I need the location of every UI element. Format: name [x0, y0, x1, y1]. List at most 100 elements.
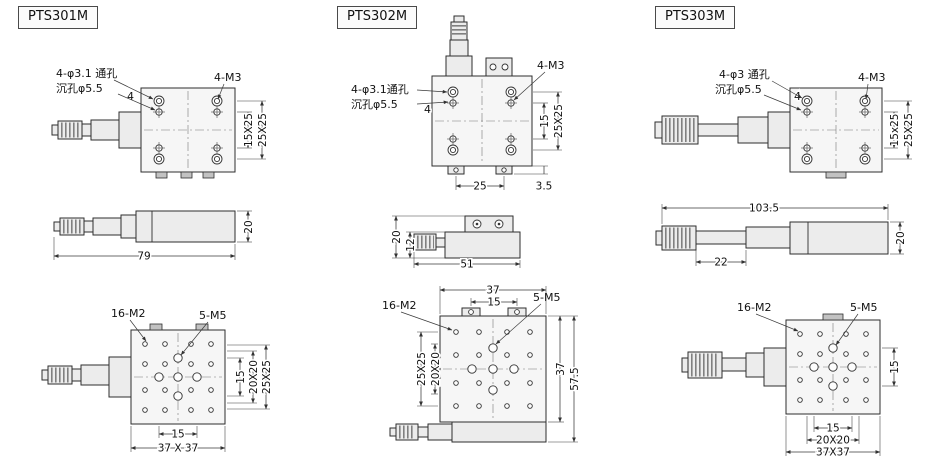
mounting-block: [108, 356, 132, 398]
pts303m-bottom-view: 16-M2 5-M5 15 15 20X20 37X37: [681, 300, 903, 460]
clamp-block: [485, 57, 513, 77]
micrometer-barrel: [449, 39, 469, 57]
micrometer-barrel: [90, 119, 120, 141]
pts302m-side-view: 20 12 51: [390, 215, 521, 272]
dim-hole-spacing-outer: 25X25: [553, 104, 565, 138]
dim-shaft-length: 22: [714, 257, 727, 269]
pts303m-side-view: 103.5 22 20: [655, 201, 909, 270]
micrometer: [41, 356, 132, 398]
micrometer: [445, 15, 473, 77]
center-lines: [144, 91, 232, 169]
labels: 4-φ3.1 通孔 沉孔φ5.5 4 4-M3: [55, 66, 243, 111]
m5-holes: [467, 343, 519, 395]
micrometer-barrel: [745, 226, 791, 249]
micrometer-shaft: [81, 123, 92, 137]
dim-hole-spacing-inner: 15: [539, 114, 551, 127]
m5-holes: [809, 343, 857, 391]
dim-hole-spacing-inner: 15X25: [243, 113, 255, 147]
pts303m-top-view: 4-φ3 通孔 沉孔φ5.5 4 4-M3 15x25 25X25: [654, 67, 917, 179]
label-thread-spec: 4-M3: [214, 71, 241, 84]
label-counterbore-note: 沉孔φ5.5: [351, 98, 398, 111]
screws: [472, 219, 504, 229]
micrometer-knob: [661, 225, 697, 251]
model-tag-pts302m: PTS302M: [337, 6, 418, 30]
micrometer-knob: [687, 351, 723, 379]
label-edge-offset: 4: [424, 103, 431, 116]
micrometer-tip: [654, 121, 663, 139]
dim-m2-grid: 20X20: [816, 435, 850, 447]
stage-body: [444, 231, 521, 259]
label-thread-spec: 4-M3: [537, 59, 564, 72]
dim-m5-spacing: 15: [889, 360, 901, 373]
m3-holes: [447, 97, 517, 145]
micrometer-shaft: [435, 237, 446, 248]
label-m2-thread-spec: 16-M2: [111, 307, 145, 320]
pts302m-bottom-view: 16-M2 5-M5 37 15 25X25 20X20 3: [381, 283, 583, 443]
dim-stage-depth: 37: [555, 362, 567, 375]
labels: 16-M2 5-M5: [110, 306, 228, 356]
dim-tab-spacing: 15: [487, 297, 500, 309]
label-through-hole-note: 4-φ3.1通孔: [351, 83, 409, 96]
dim-total-height: 20: [391, 230, 403, 243]
dim-m2-grid-outer: 25X25: [416, 352, 428, 386]
top-tabs: [149, 323, 209, 331]
label-edge-offset: 4: [127, 90, 134, 103]
m5-holes: [154, 353, 202, 401]
micrometer-barrel: [80, 364, 110, 386]
label-m2-thread-spec: 16-M2: [382, 299, 416, 312]
micrometer-tip: [453, 15, 465, 23]
mounting-block: [763, 347, 787, 387]
micrometer-shaft: [697, 123, 739, 137]
micrometer: [53, 214, 137, 239]
dim-m2-grid-inner: 20X20: [430, 352, 442, 386]
dimensions: 20 79: [53, 210, 257, 264]
micrometer-tip: [655, 230, 663, 246]
label-m2-thread-spec: 16-M2: [737, 301, 771, 314]
pts301m-side-view: 20 79: [53, 210, 257, 264]
micrometer: [413, 233, 446, 251]
dim-stage-height: 20: [895, 231, 907, 244]
dim-feet-spacing: 25: [473, 181, 486, 193]
micrometer-shaft: [417, 426, 429, 438]
m3-holes: [801, 106, 871, 154]
dimensions: 15X25 25X25: [237, 100, 271, 160]
model-tag-pts301m: PTS301M: [18, 6, 99, 30]
micrometer-shaft: [695, 230, 747, 245]
dimensions: 15 25X25 25 3.5: [455, 91, 567, 194]
dimensions: 15 15 20X20 37X37: [785, 347, 903, 460]
dim-hole-spacing-outer: 25X25: [257, 113, 269, 147]
top-tab: [822, 313, 844, 321]
micrometer-tip: [53, 221, 61, 232]
label-through-hole-note: 4-φ3.1 通孔: [56, 67, 117, 80]
pts301m-top-view: 15X25 25X25 4-φ3.1 通孔 沉孔φ5.5 4 4-M3: [51, 66, 271, 179]
labels: 16-M2 5-M5: [381, 290, 562, 345]
micrometer-barrel: [92, 217, 122, 236]
labels: 4-M3 4-φ3.1通孔 沉孔φ5.5 4: [350, 58, 566, 118]
dim-hole-spacing-outer: 25X25: [903, 113, 915, 147]
micrometer-knob: [661, 115, 699, 145]
dim-body-height: 12: [405, 238, 417, 251]
dim-hole-spacing-bottom: 15: [826, 423, 839, 435]
micrometer: [389, 423, 453, 441]
dim-overall-depth: 57.5: [569, 367, 581, 390]
dim-hole-spacing-inner: 15x25: [889, 114, 901, 147]
dim-stage-length: 51: [460, 259, 473, 271]
bottom-tabs: [155, 171, 215, 179]
micrometer-tip: [389, 427, 397, 437]
dimensions: 37 15 25X25 20X20 37 57.5: [415, 283, 583, 443]
dimensions: 20 12 51: [390, 215, 521, 272]
micrometer: [51, 111, 142, 149]
dim-hole-spacing-bottom: 15: [171, 429, 184, 441]
micrometer-tip: [681, 357, 689, 373]
m2-holes: [142, 341, 214, 413]
mounting-block: [767, 111, 791, 149]
micrometer: [681, 347, 787, 387]
label-through-hole-note: 4-φ3 通孔: [719, 68, 770, 81]
bottom-tab: [825, 171, 847, 179]
dim-m2-grid-inner: 20X20: [248, 360, 260, 394]
labels: 16-M2 5-M5: [736, 300, 879, 346]
dim-stage-width: 37: [486, 285, 499, 297]
label-m5-thread-spec: 5-M5: [850, 301, 877, 314]
